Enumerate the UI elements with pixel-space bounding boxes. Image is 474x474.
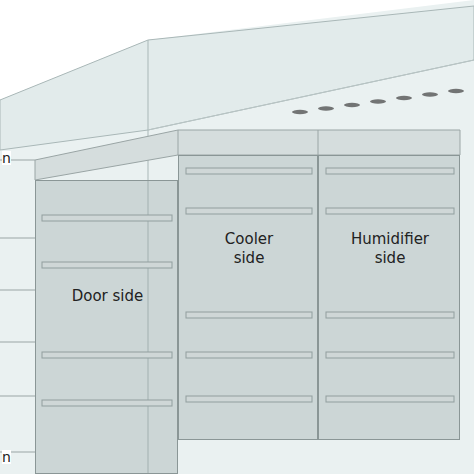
section-label: Cooler side [214, 230, 284, 268]
rack-section: Cooler side [178, 155, 318, 440]
ceiling-lamp [448, 89, 464, 93]
section-label: Humidifier side [335, 230, 445, 268]
ceiling-lamp [396, 96, 412, 100]
rack-section: Door side [35, 180, 178, 474]
ceiling-lamp [370, 99, 386, 103]
cut-label: n [2, 151, 11, 165]
section-label: Door side [68, 287, 148, 306]
ceiling-lamp [318, 106, 334, 110]
rack-section: Humidifier side [318, 155, 460, 440]
ceiling-lamp [292, 110, 308, 114]
ceiling-lamp [344, 103, 360, 107]
cut-label: n [2, 450, 11, 464]
ceiling-lamp [422, 92, 438, 96]
